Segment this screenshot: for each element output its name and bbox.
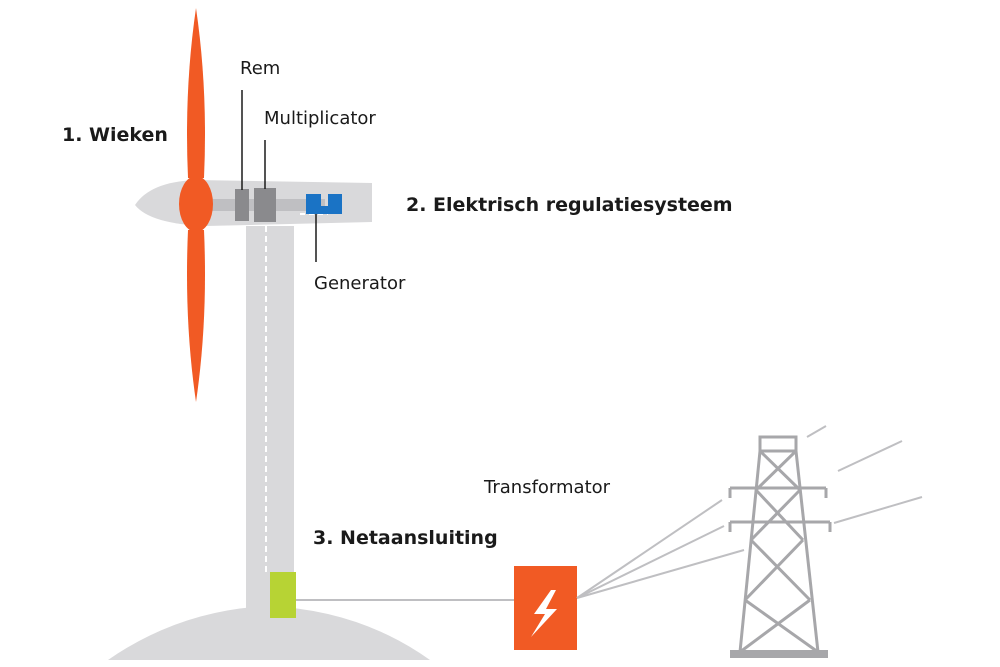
ground-hill xyxy=(108,606,430,660)
pylon xyxy=(728,435,832,654)
tower xyxy=(246,226,294,618)
lightning-bolt-icon xyxy=(531,590,557,637)
gearbox xyxy=(254,188,276,222)
pylon-base xyxy=(730,650,828,658)
power-lines xyxy=(576,425,923,599)
label-netaansluiting: 3. Netaansluiting xyxy=(313,527,498,549)
label-wieken: 1. Wieken xyxy=(62,124,168,146)
label-multiplicator: Multiplicator xyxy=(264,108,376,129)
blade-top xyxy=(187,8,205,178)
brake xyxy=(235,189,249,221)
blade-bottom xyxy=(187,230,205,402)
label-generator: Generator xyxy=(314,273,406,294)
label-regulatie: 2. Elektrisch regulatiesysteem xyxy=(406,194,733,216)
label-transformator: Transformator xyxy=(484,477,611,498)
rotor-hub xyxy=(179,176,213,232)
label-rem: Rem xyxy=(240,58,281,79)
grid-connector xyxy=(270,572,296,618)
generator xyxy=(306,194,342,214)
